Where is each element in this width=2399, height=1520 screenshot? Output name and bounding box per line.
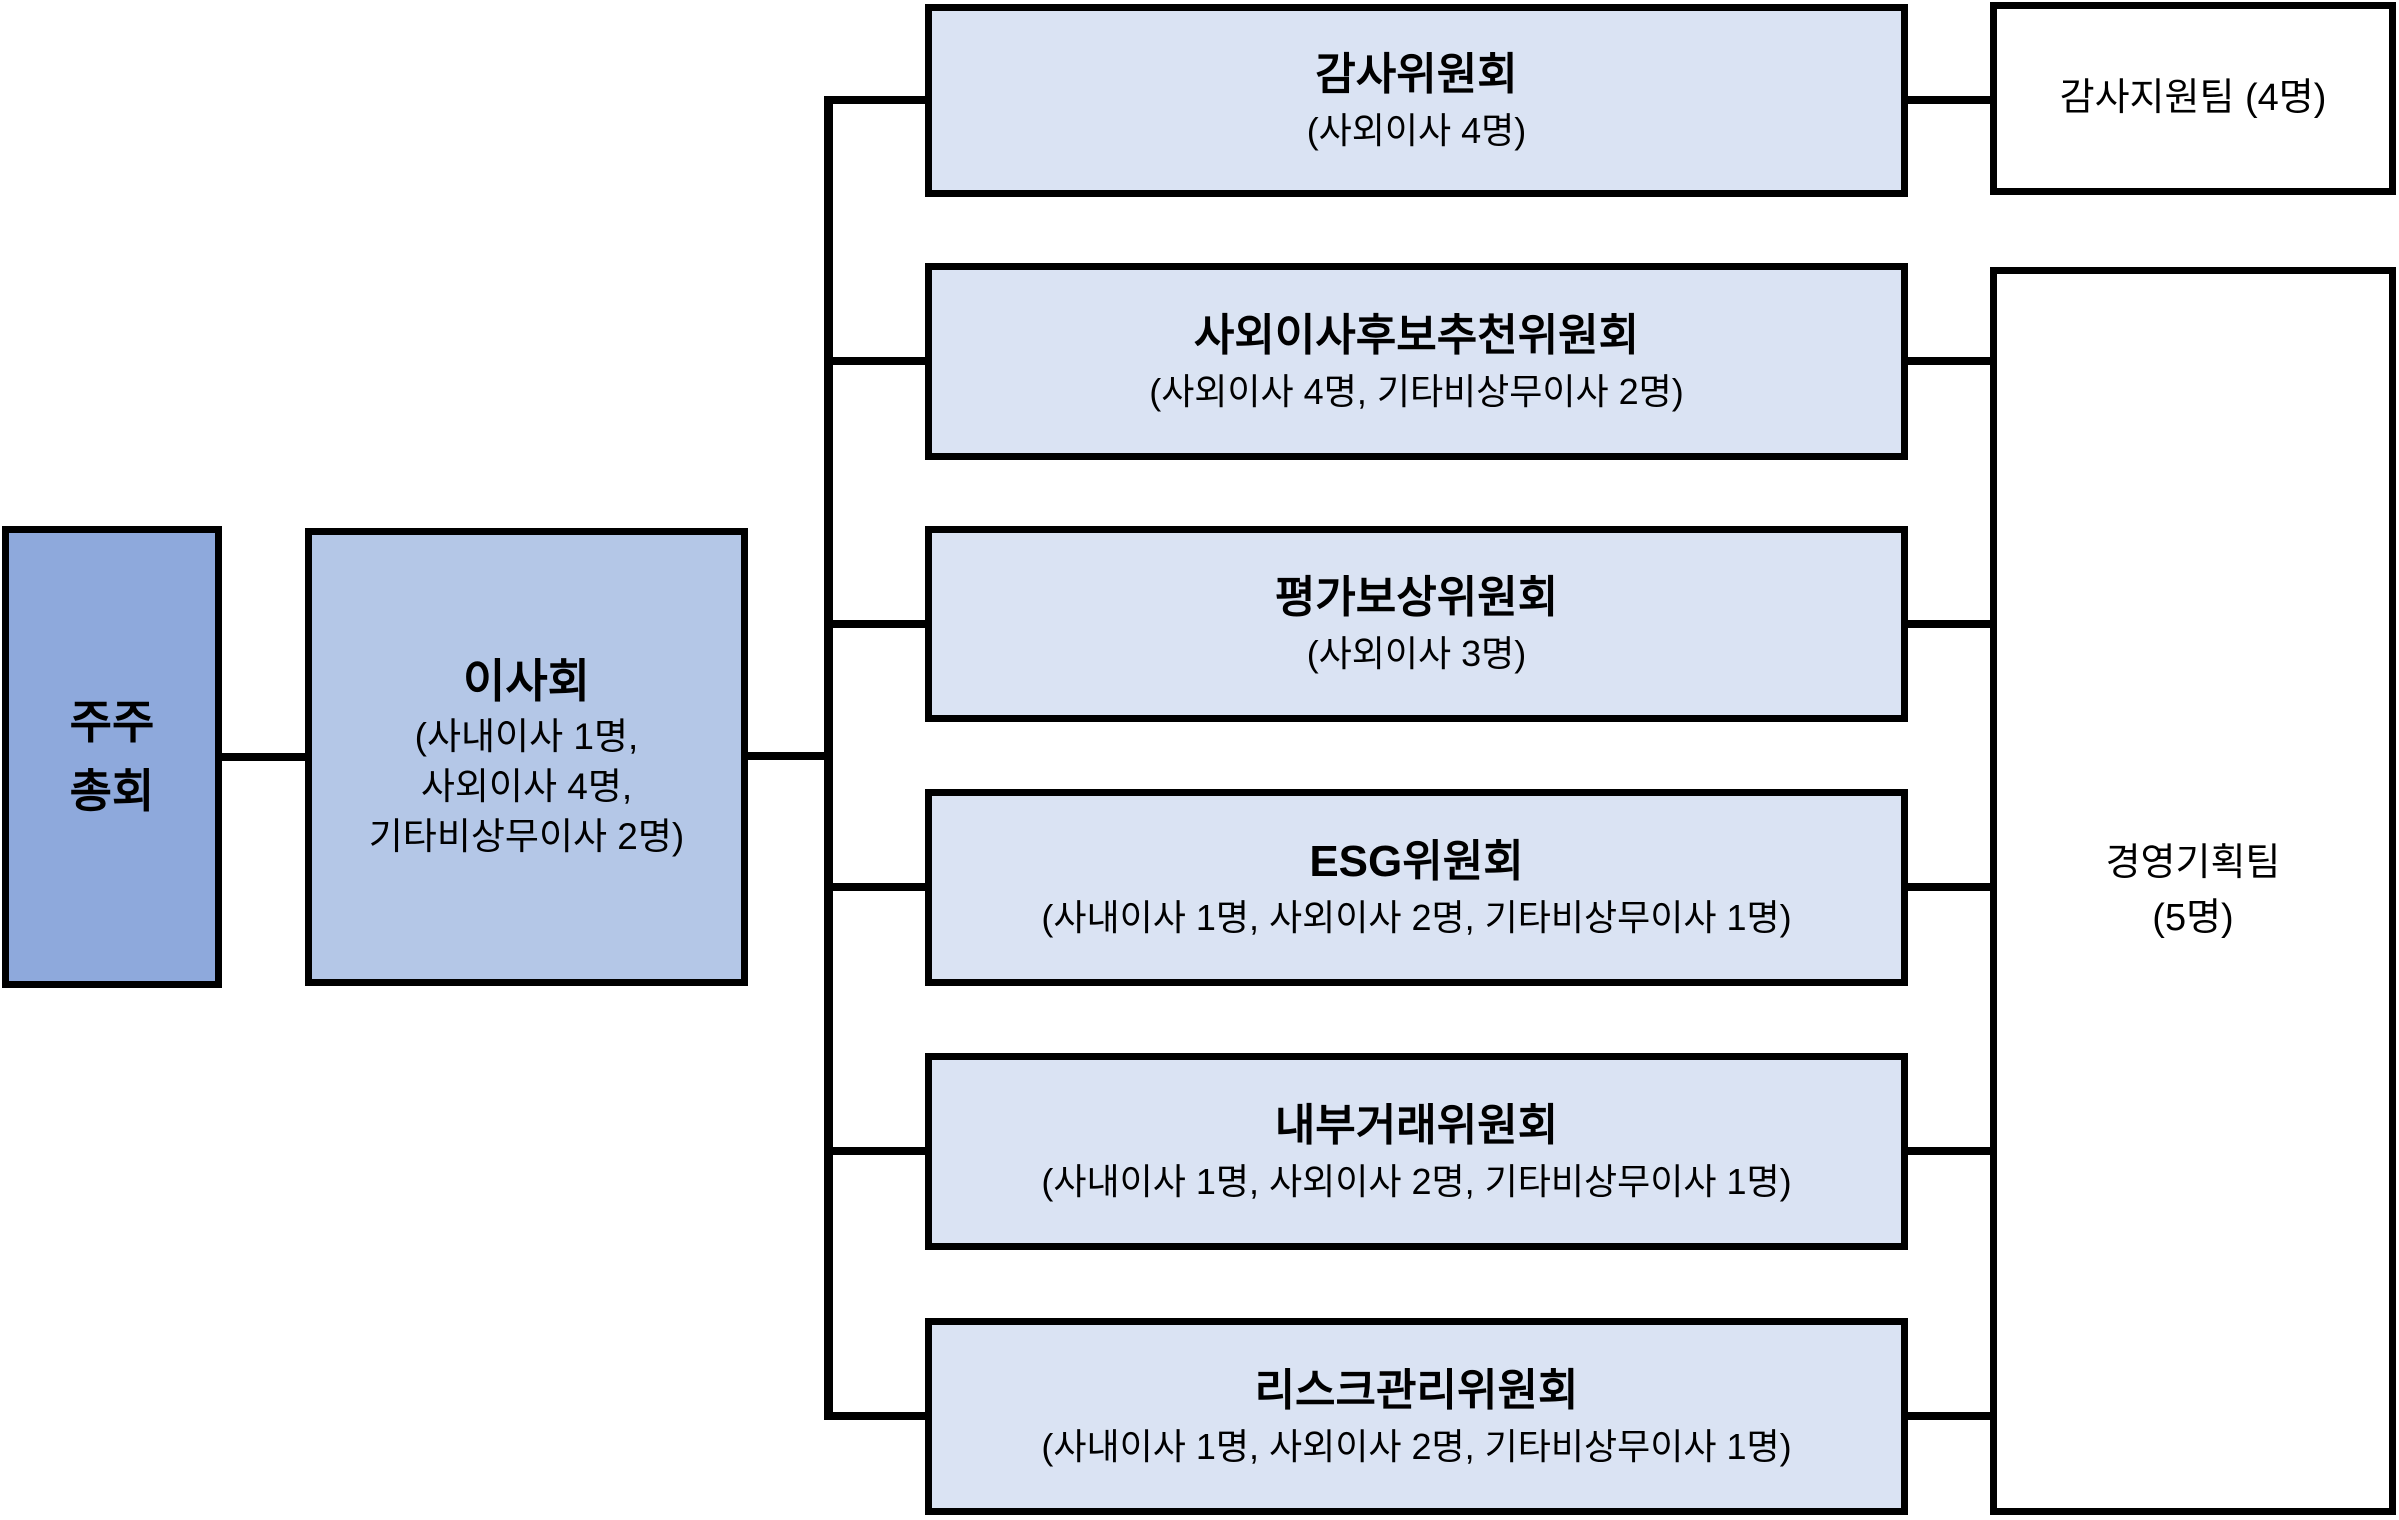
committee-subtitle: (사외이사 4명, 기타비상무이사 2명) [1149,370,1684,412]
connector-spine-committee-2 [826,357,925,365]
board-title: 이사회 [463,655,590,708]
connector-spine-committee-5 [826,1147,925,1155]
connector-committee2-planning-team [1908,357,1990,365]
committee-subtitle: (사외이사 4명) [1306,109,1527,151]
committee-subtitle: (사내이사 1명, 사외이사 2명, 기타비상무이사 1명) [1041,1160,1792,1202]
shareholders-meeting-title: 주주 총회 [69,696,155,817]
committee-box-risk-management: 리스크관리위원회 (사내이사 1명, 사외이사 2명, 기타비상무이사 1명) [925,1318,1908,1515]
committee-subtitle: (사외이사 3명) [1306,633,1527,675]
committee-subtitle: (사내이사 1명, 사외이사 2명, 기타비상무이사 1명) [1041,1425,1792,1467]
committee-box-evaluation-compensation: 평가보상위원회 (사외이사 3명) [925,526,1908,722]
board-subtitle: (사내이사 1명, 사외이사 4명, 기타비상무이사 2명) [368,715,685,857]
connector-spine-committee-4 [826,883,925,891]
management-planning-team-box: 경영기획팀 (5명) [1990,267,2396,1515]
audit-support-team-label: 감사지원팀 (4명) [2059,76,2327,119]
connector-committee1-audit-team [1908,96,1990,104]
audit-support-team-box: 감사지원팀 (4명) [1990,2,2396,195]
connector-committee3-planning-team [1908,620,1990,628]
committee-box-audit: 감사위원회 (사외이사 4명) [925,4,1908,197]
committee-title: 감사위원회 [1315,49,1518,99]
connector-committee5-planning-team [1908,1147,1990,1155]
connector-committee6-planning-team [1908,1412,1990,1420]
committee-box-internal-transactions: 내부거래위원회 (사내이사 1명, 사외이사 2명, 기타비상무이사 1명) [925,1053,1908,1250]
connector-committee4-planning-team [1908,883,1990,891]
connector-spine-committee-6 [826,1412,925,1420]
connector-board-spine [748,752,826,760]
connector-spine-committee-1 [826,96,925,104]
committee-box-esg: ESG위원회 (사내이사 1명, 사외이사 2명, 기타비상무이사 1명) [925,789,1908,986]
shareholders-meeting-box: 주주 총회 [2,526,222,988]
board-box: 이사회 (사내이사 1명, 사외이사 4명, 기타비상무이사 2명) [305,528,748,986]
management-planning-team-label: 경영기획팀 (5명) [2105,841,2281,939]
connector-spine-committee-3 [826,620,925,628]
committee-title: 평가보상위원회 [1274,573,1559,623]
committee-title: 리스크관리위원회 [1254,1365,1579,1415]
committee-title: 내부거래위원회 [1274,1100,1559,1150]
connector-spine [824,96,833,1420]
committee-title: ESG위원회 [1309,836,1524,886]
committee-subtitle: (사내이사 1명, 사외이사 2명, 기타비상무이사 1명) [1041,896,1792,938]
connector-shareholders-board [222,753,305,761]
committee-box-outside-director-nomination: 사외이사후보추천위원회 (사외이사 4명, 기타비상무이사 2명) [925,263,1908,460]
committee-title: 사외이사후보추천위원회 [1193,310,1640,360]
